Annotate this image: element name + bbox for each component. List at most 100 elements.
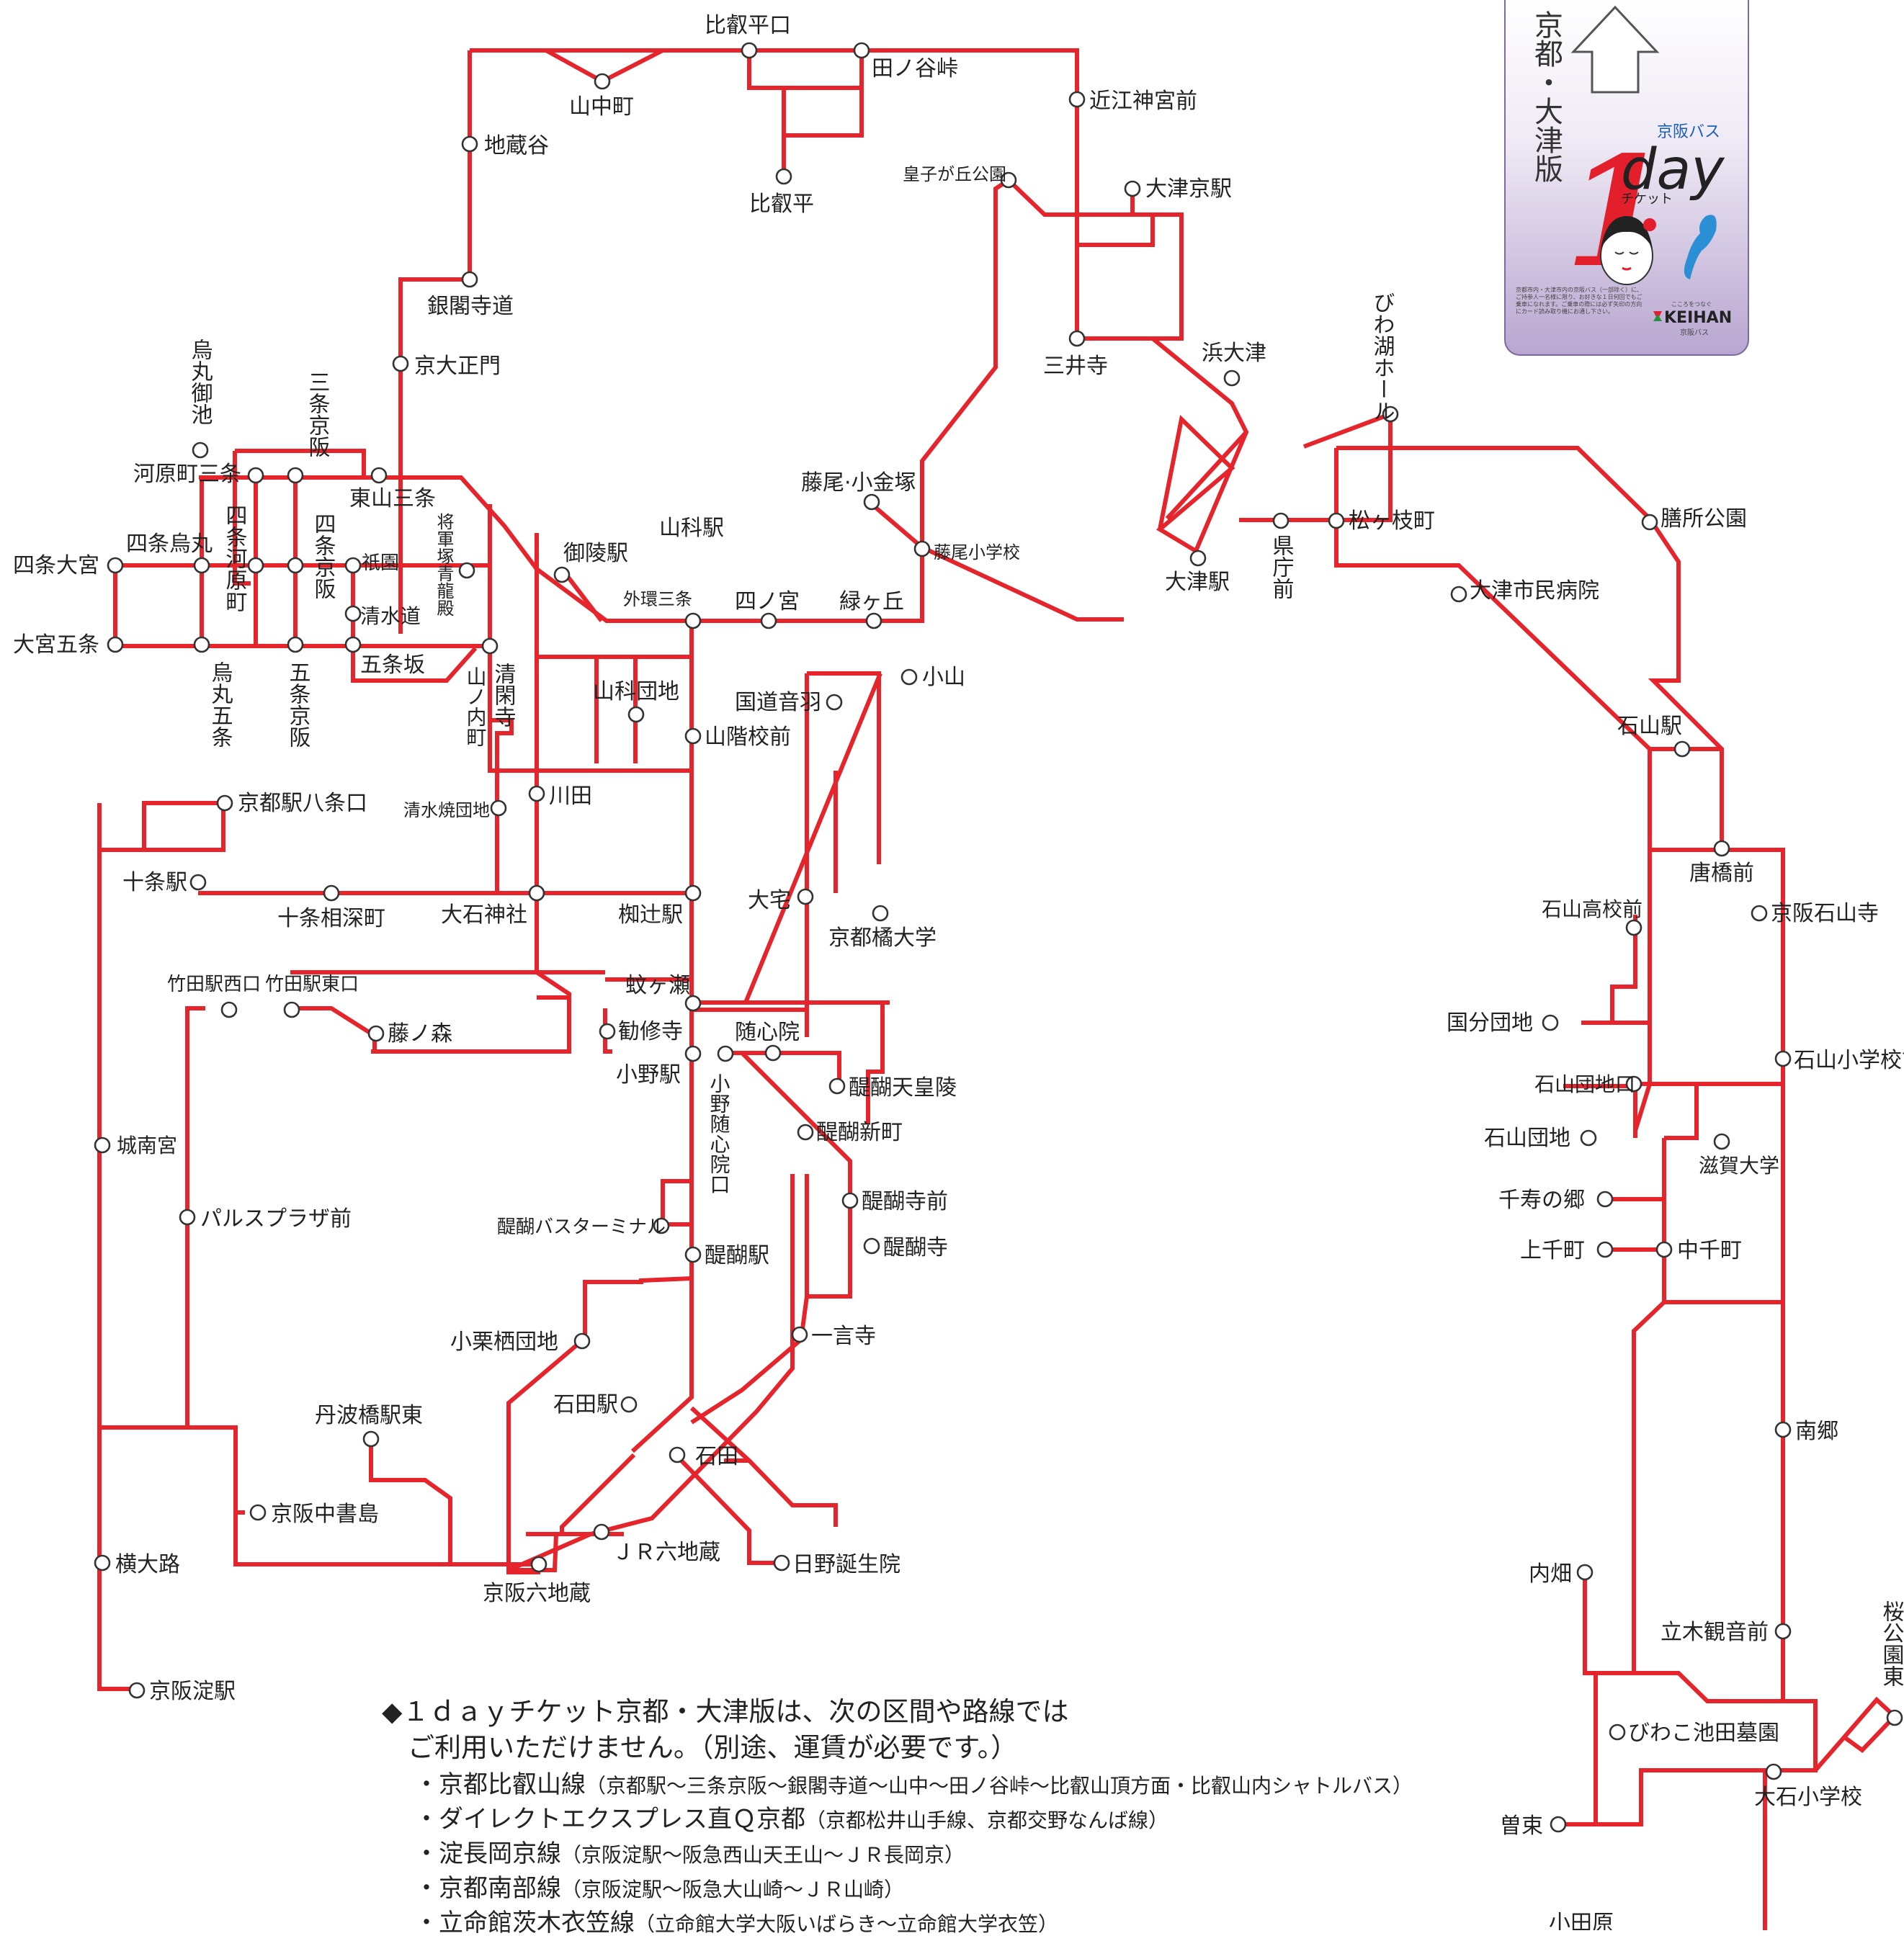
label-zuishin-in: 随心院	[735, 1020, 800, 1045]
label-miidera: 三井寺	[1043, 354, 1108, 379]
lake-biwa-icon	[1684, 215, 1717, 279]
stop-higashiyama-sanjo	[372, 468, 386, 483]
stop-zuishin-in	[766, 1046, 780, 1060]
label-otaku: 大宅	[748, 888, 791, 913]
excluded-routes-list: ・京都比叡山線（京都駅～三条京阪～銀閣寺道～山中～田ノ谷峠～比叡山頂方面・比叡山…	[414, 1768, 1413, 1941]
stop-nakasen-cho	[1657, 1242, 1671, 1257]
label-ogurisu-danchi: 小栗栖団地	[450, 1330, 558, 1355]
label-otsu-shimin-byoin: 大津市民病院	[1470, 578, 1599, 604]
label-keihan-yodo: 京阪淀駅	[149, 1679, 236, 1704]
label-yamanaka-cho: 山中町	[569, 94, 634, 120]
label-daigo-shinmachi: 醍醐新町	[816, 1120, 903, 1145]
label-kagaze: 蚊ヶ瀬	[625, 973, 690, 998]
arrow-up-icon	[1573, 7, 1657, 92]
stop-ginkakuji-michi	[462, 272, 477, 287]
label-pals-plaza: パルスプラザ前	[200, 1206, 352, 1232]
stop-ogurisu-danchi	[575, 1334, 589, 1348]
stop-otsu-kyo-eki	[1125, 181, 1140, 196]
stop-minamigo	[1776, 1422, 1790, 1437]
label-daigo-tennoryo: 醍醐天皇陵	[849, 1075, 957, 1101]
stop-karahashi-mae	[1715, 841, 1729, 856]
label-oishi-shogakko: 大石小学校	[1754, 1785, 1862, 1810]
label-kawaramachi-sanjo: 河原町三条	[133, 462, 241, 487]
stop-tachiki-kannon	[1776, 1624, 1790, 1639]
label-ishiyama-eki: 石山駅	[1617, 714, 1682, 739]
label-keihan-rokujizo: 京阪六地蔵	[483, 1581, 591, 1606]
label-shiga-daigaku: 滋賀大学	[1699, 1154, 1779, 1178]
label-ishiyama-shogakko-mae: 石山小学校前	[1794, 1048, 1904, 1073]
label-ono-eki: 小野駅	[616, 1062, 681, 1088]
label-natsumetsuji: 椥辻駅	[618, 902, 683, 928]
stop-oishi-shogakko	[1766, 1765, 1781, 1779]
stop-ono-zuishin-in-guchi	[718, 1046, 733, 1061]
stop-shijo-keihan	[288, 558, 303, 573]
label-gaikan-sanjo: 外環三条	[623, 589, 692, 609]
stop-gojozaka	[346, 637, 360, 652]
stop-uchihata	[1578, 1565, 1592, 1579]
label-ojigaoka-koen: 皇子が丘公園	[903, 164, 1006, 184]
stop-shiga-daigaku	[1715, 1134, 1729, 1149]
stop-pals-plaza	[180, 1210, 195, 1224]
stop-ishida-eki	[622, 1397, 636, 1412]
stop-keihan-nakashojima	[251, 1505, 265, 1520]
label-kawata: 川田	[549, 784, 592, 809]
stop-karasuma-oike	[193, 443, 207, 457]
label-omi-jingu-mae: 近江神宮前	[1089, 89, 1197, 114]
label-tanbabashi-higashi: 丹波橋駅東	[315, 1403, 423, 1428]
stop-zeze-koen	[1642, 515, 1657, 529]
label-tanoya-touge: 田ノ谷峠	[872, 56, 958, 81]
label-otsu-eki: 大津駅	[1165, 570, 1230, 595]
label-gojo-keihan: 五条京阪	[285, 661, 310, 748]
label-ono-zuishin-in-guchi: 小野随心院口	[707, 1073, 731, 1194]
label-ishida: 石田	[695, 1444, 738, 1469]
label-kiyomizu-michi: 清水道	[360, 604, 421, 628]
stop-omiya-gojo	[108, 637, 122, 652]
notice-title-line2: ご利用いただけません。（別途、運賃が必要です。）	[382, 1730, 1068, 1766]
stop-keihan-rokujizo	[532, 1557, 546, 1572]
stop-jizodani	[462, 137, 477, 151]
stop-kawata	[529, 786, 544, 801]
excluded-route-item: ・淀長岡京線（京阪淀駅～阪急西山天王山～ＪＲ長岡京）	[414, 1837, 1413, 1872]
stop-jujo-eki	[191, 875, 205, 889]
label-ichigonji: 一言寺	[811, 1324, 876, 1349]
label-omiya-gojo: 大宮五条	[13, 632, 99, 658]
stop-takeda-higashiguchi	[285, 1003, 299, 1017]
stop-jr-rokujizo	[594, 1525, 609, 1539]
stop-karasuma-gojo	[195, 637, 209, 652]
stop-sotsuka	[1551, 1817, 1565, 1832]
label-ishiyama-danchi-guchi: 石山団地口	[1534, 1072, 1635, 1096]
stop-goryo-eki	[555, 568, 569, 582]
label-daigo-eki: 醍醐駅	[705, 1243, 769, 1268]
label-senju-no-sato: 千寿の郷	[1498, 1188, 1585, 1213]
label-keihan-nakashojima: 京阪中書島	[271, 1502, 379, 1527]
stop-omi-jingu-mae	[1070, 92, 1084, 107]
stop-sanjo-keihan	[288, 468, 303, 483]
label-yamashina-eki: 山科駅	[659, 516, 724, 541]
stop-fujio-kogane-zuka	[864, 495, 879, 509]
stop-fujio-shogakko	[915, 542, 929, 556]
stop-hiei-daira	[777, 169, 791, 184]
label-sanjo-keihan: 三条京阪	[305, 371, 330, 457]
label-yamashina-danchi: 山科団地	[593, 679, 679, 704]
stop-daigoji	[864, 1239, 879, 1253]
label-kanshuji: 勧修寺	[618, 1019, 683, 1044]
stop-hiei-daira-guchi	[742, 43, 756, 58]
label-hino-tanjoin: 日野誕生院	[792, 1552, 900, 1577]
label-biwako-hall: びわ湖ホール	[1369, 292, 1395, 421]
label-shijo-karasuma: 四条烏丸	[126, 532, 213, 557]
usage-notice-title: ◆１ｄａｙチケット京都・大津版は、次の区間や路線では ご利用いただけません。（別…	[382, 1694, 1068, 1766]
ticket-fine-print: 京都市内・大津市内の京阪バス（一部除く）に、ご持参人一名様に限り、お好きな１日何…	[1516, 287, 1645, 315]
stop-midorigaoka	[867, 614, 881, 628]
label-ishida-eki: 石田駅	[553, 1392, 618, 1417]
excluded-route-item: ・ダイレクトエクスプレス直Ｑ京都（京都松井山手線、京都交野なんば線）	[414, 1803, 1413, 1837]
label-minamigo: 南郷	[1795, 1419, 1838, 1444]
label-gion: 祇園	[362, 552, 399, 574]
label-takeda-nishiguchi: 竹田駅西口	[167, 974, 261, 995]
label-fujinomori: 藤ノ森	[388, 1021, 452, 1046]
label-tachiki-kannon: 立木観音前	[1661, 1620, 1769, 1645]
stop-kyoto-tachibana	[873, 906, 888, 920]
stop-koyama	[902, 670, 916, 684]
stop-sakura-koen-higashi	[1887, 1711, 1902, 1725]
label-hiei-daira-guchi: 比叡平口	[705, 13, 791, 38]
label-kyodai-seimon: 京大正門	[414, 354, 501, 379]
